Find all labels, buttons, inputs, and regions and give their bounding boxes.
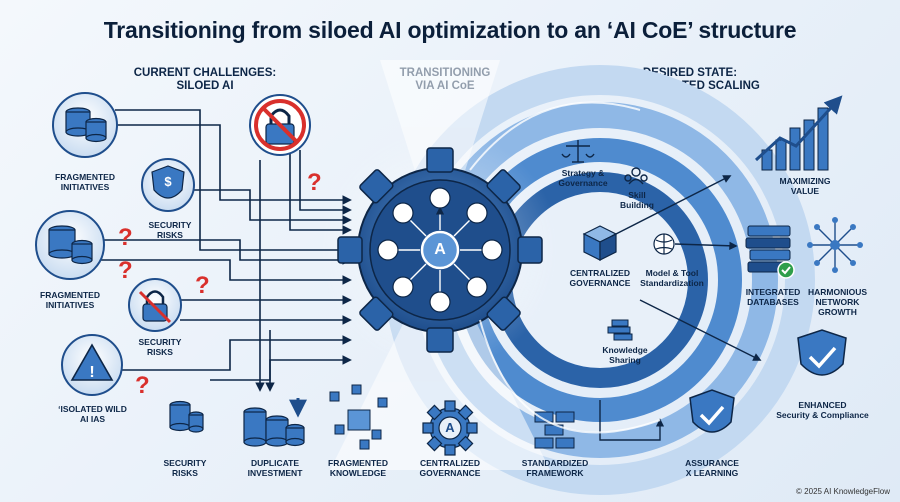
label-duplicate-investment: DUPLICATE INVESTMENT [247, 458, 303, 478]
label-standardized-framework: STANDARDIZED FRAMEWORK [521, 458, 589, 478]
label-knowledge-sharing: Knowledge Sharing [602, 345, 648, 365]
left-icons: ! [35, 92, 311, 447]
label-security-risks-2: SECURITY RISKS [138, 337, 182, 357]
label-fragmented-knowledge: FRAGMENTED KNOWLEDGE [328, 458, 388, 478]
central-gear [337, 147, 543, 353]
gear-letter: A [434, 241, 446, 258]
label-model-tool-standardization: Model & Tool Standardization [640, 268, 704, 288]
label-skill-building: Skill Building [620, 190, 654, 210]
label-fragmented-initiatives-2: FRAGMENTED INITIATIVES [40, 290, 100, 310]
label-strategy-governance: Strategy & Governance [558, 168, 608, 188]
svg-text:?: ? [195, 272, 210, 299]
small-gear-icon [422, 400, 478, 456]
label-isolated-wild-ai: ‘ISOLATED WILD AI IAS [58, 404, 127, 424]
svg-text:?: ? [307, 169, 322, 196]
question-marks: ? ? ? ? ? [118, 169, 322, 399]
dollar-sign: $ [164, 174, 172, 189]
label-enhanced-security: ENHANCED Security & Compliance [776, 400, 869, 420]
svg-text:!: ! [89, 364, 94, 381]
svg-text:?: ? [118, 224, 133, 251]
right-outputs [689, 95, 863, 433]
label-centralized-governance: CENTRALIZED GOVERNANCE [569, 268, 631, 288]
label-assurance-learning: ASSURANCE X LEARNING [685, 458, 739, 478]
small-gear-letter: A [445, 420, 455, 435]
ring-icons [469, 101, 762, 441]
connector-lines [100, 109, 352, 392]
fragmented-knowledge-icon [329, 384, 388, 450]
label-centralized-governance-bottom: CENTRALIZED GOVERNANCE [419, 458, 481, 478]
label-security-risks-1: SECURITY RISKS [148, 220, 192, 240]
svg-text:?: ? [135, 372, 150, 399]
svg-text:?: ? [118, 257, 133, 284]
label-maximizing-value: MAXIMIZING VALUE [779, 176, 831, 196]
copyright: © 2025 AI KnowledgeFlow [796, 487, 890, 496]
label-harmonious-network-growth: HARMONIOUS NETWORK GROWTH [807, 287, 868, 317]
page-title: Transitioning from siloed AI optimizatio… [103, 17, 797, 43]
header-current-challenges: CURRENT CHALLENGES: SILOED AI [133, 67, 277, 92]
label-security-risks-3: SECURITY RISKS [163, 458, 207, 478]
label-integrated-databases: INTEGRATED DATABASES [745, 287, 801, 307]
label-fragmented-initiatives-1: FRAGMENTED INITIATIVES [55, 172, 115, 192]
